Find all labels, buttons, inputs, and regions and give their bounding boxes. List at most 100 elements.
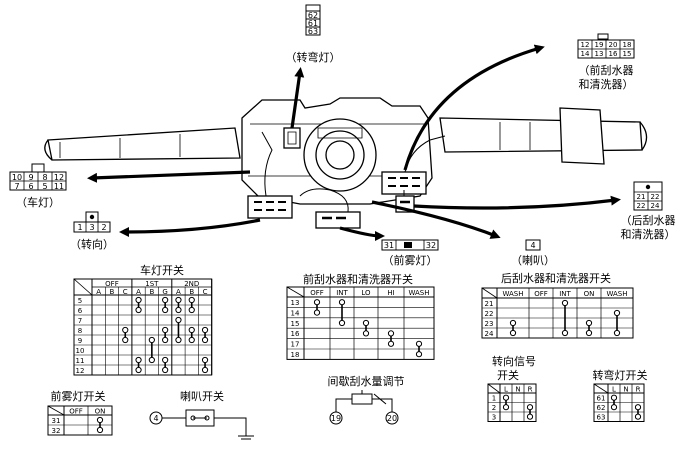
- contact-dot: [201, 356, 209, 364]
- contact-dot: [387, 330, 395, 337]
- turn-signal-switch-row-label: 1: [492, 395, 496, 403]
- horn-pin-4: 4: [530, 241, 535, 250]
- rear-wiper-switch-header: INT: [559, 290, 571, 298]
- rear-wiper-switch-header: OFF: [534, 290, 548, 298]
- contact-dot: [610, 394, 618, 401]
- front-wiper-switch-header: INT: [336, 289, 348, 297]
- contact-dot: [122, 326, 129, 334]
- lamp-pin-12: 12: [54, 173, 64, 182]
- contact-dot: [509, 329, 517, 337]
- lamp-switch-row-label: 11: [76, 357, 85, 365]
- front-wiper-switch-row-label: 13: [291, 299, 300, 307]
- arrow-turn-lamp: [290, 67, 305, 129]
- contact-dot: [634, 413, 642, 420]
- front-wiper-switch-title: 前刮水器和清洗器开关: [303, 272, 413, 286]
- front-wiper-pin-14: 14: [581, 50, 590, 58]
- lamp-switch-sub-header: C: [203, 288, 208, 296]
- arrow-rear-wiper: [413, 195, 621, 210]
- lamp-pin-6: 6: [28, 182, 33, 191]
- fog-pin-32: 32: [426, 241, 436, 250]
- lamp-switch-sub-header: C: [123, 288, 128, 296]
- lamp-switch-sub-header: A: [136, 288, 141, 296]
- intermittent-pin-20: 20: [387, 414, 397, 423]
- turn-signal-switch-header: R: [528, 386, 533, 394]
- front-wiper-pin-19: 19: [595, 41, 604, 49]
- front-wiper-switch-row-label: 17: [291, 341, 300, 349]
- lamp-switch-group-header: OFF: [105, 280, 119, 288]
- rear-wiper-switch-title: 后刮水器和清洗器开关: [501, 271, 611, 285]
- lamp-switch-sub-header: A: [176, 288, 181, 296]
- contact-dot: [561, 329, 569, 337]
- lamp-switch-row-label: 8: [78, 327, 82, 335]
- intermittent-title: 间歇刮水量调节: [328, 374, 405, 388]
- contact-dot: [526, 404, 534, 411]
- turn-signal-switch-header: L: [504, 386, 508, 394]
- turn-signal-switch-title-1: 转向信号: [492, 354, 536, 368]
- front-wiper-switch-row-label: 18: [291, 351, 300, 359]
- contact-dot: [415, 340, 423, 347]
- contact-dot: [162, 306, 169, 314]
- connector-lamp: 10 9 8 12 7 6 5 11 （车灯）: [9, 163, 67, 209]
- rear-wiper-pin-24: 24: [651, 202, 660, 210]
- lamp-switch-group-header: 1ST: [145, 280, 159, 288]
- contact-dot: [175, 296, 182, 304]
- contact-dot: [338, 319, 346, 327]
- fog-switch-title: 前雾灯开关: [51, 389, 106, 403]
- rear-wiper-switch-header: ON: [584, 290, 595, 298]
- contact-dot: [162, 366, 169, 374]
- lamp-switch-title: 车灯开关: [140, 263, 184, 277]
- turn-lamp-pin-62: 62: [308, 11, 318, 20]
- contact-dot: [175, 306, 182, 314]
- contact-dot: [585, 319, 593, 327]
- contact-dot: [613, 309, 621, 317]
- connector-rear-wiper: 21 22 22 24 （后刮水器 和清洗器）: [621, 181, 676, 241]
- turn-lamp-switch-row-label: 62: [597, 404, 606, 412]
- front-wiper-label-1: （前刮水器: [579, 63, 634, 77]
- contact-dot: [135, 296, 142, 304]
- turn-lamp-switch-header: L: [612, 386, 616, 394]
- front-wiper-pin-18: 18: [623, 41, 632, 49]
- horn-switch-title: 喇叭开关: [180, 389, 224, 403]
- contact-dot: [148, 336, 155, 344]
- turn-lamp-switch-row-label: 63: [597, 414, 606, 422]
- rear-wiper-pin-22b: 22: [637, 202, 646, 210]
- contact-dot: [415, 351, 423, 358]
- connector-turn: 1 3 2 （转向）: [70, 211, 114, 251]
- contact-dot: [338, 299, 346, 306]
- contact-dot: [162, 296, 169, 304]
- rear-wiper-label-2: 和清洗器）: [621, 228, 676, 241]
- horn-switch: 喇叭开关 4: [149, 389, 254, 440]
- lamp-switch-row-label: 6: [78, 307, 83, 315]
- turn-signal-switch-row-label: 3: [492, 414, 496, 422]
- turn-signal-switch-row-label: 2: [492, 404, 496, 412]
- contact-dot: [122, 336, 129, 344]
- rear-wiper-switch-header: WASH: [502, 290, 523, 298]
- contact-dot: [188, 326, 195, 334]
- contact-dot: [502, 394, 510, 401]
- front-wiper-pin-16: 16: [609, 50, 618, 58]
- connector-turn-lamp: 62 61 63 （转弯灯）: [286, 4, 341, 64]
- contact-dot: [502, 404, 510, 411]
- rear-wiper-pin-22a: 22: [651, 193, 660, 201]
- contact-dot: [201, 366, 209, 374]
- contact-dot: [162, 336, 169, 344]
- contact-dot: [162, 356, 169, 364]
- contact-dot: [96, 426, 104, 434]
- fog-switch-row-label: 31: [52, 417, 61, 425]
- turn-lamp-label: （转弯灯）: [286, 50, 341, 64]
- arrow-front-wiper: [403, 44, 545, 171]
- front-wiper-switch-header: LO: [361, 289, 371, 297]
- lamp-switch-row-label: 10: [76, 347, 85, 355]
- rear-wiper-switch-row-label: 22: [485, 310, 494, 318]
- contact-dot: [634, 404, 642, 411]
- contact-dot: [362, 330, 370, 337]
- rear-wiper-switch-row-label: 23: [485, 320, 494, 328]
- fog-switch-header: ON: [95, 408, 106, 416]
- turn-lamp-pin-63: 63: [308, 27, 318, 36]
- contact-dot: [188, 306, 195, 314]
